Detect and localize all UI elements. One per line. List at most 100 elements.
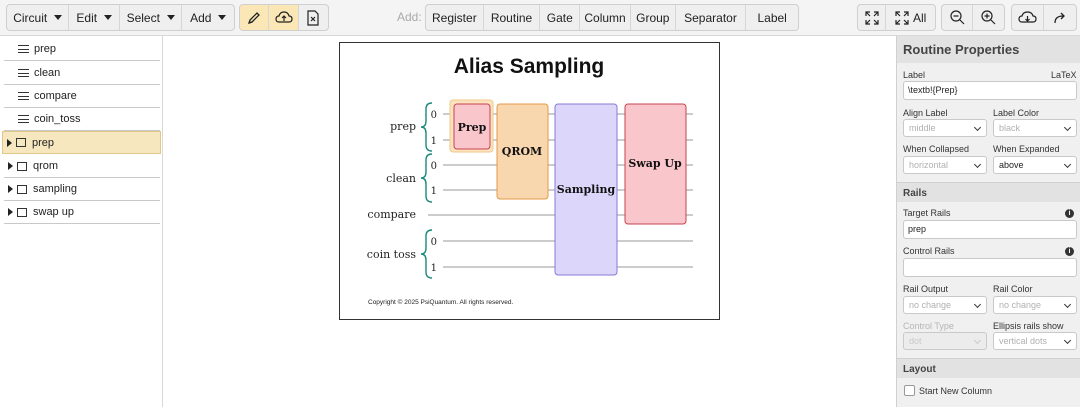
label-color-value: black: [999, 123, 1021, 133]
chevron-down-icon: [1063, 300, 1072, 309]
toolbar: Circuit Edit Select Add Add: Register Ro…: [0, 0, 1080, 36]
sidebar-item-register-compare[interactable]: compare: [4, 85, 160, 108]
gate-qrom-label: QROM: [502, 145, 542, 158]
add-column-button[interactable]: Column: [580, 5, 631, 30]
register-label-compare: compare: [367, 208, 416, 221]
zoom-in-button[interactable]: [973, 5, 1004, 30]
when-collapsed-value: horizontal: [909, 160, 949, 170]
wire-index: 1: [431, 186, 437, 197]
target-rails-label: Target Rails: [903, 208, 951, 218]
add-register-button[interactable]: Register: [426, 5, 484, 30]
expand-triangle-icon[interactable]: [8, 162, 13, 170]
add-routine-button[interactable]: Routine: [484, 5, 541, 30]
ellipsis-rails-select[interactable]: vertical dots: [993, 332, 1077, 350]
label-field-label: Label: [903, 70, 926, 80]
sidebar-item-routine-qrom[interactable]: qrom: [4, 155, 160, 178]
wire-index: 0: [431, 110, 437, 121]
register-label-prep: prep: [390, 120, 416, 133]
sidebar-item-routine-swap-up[interactable]: swap up: [4, 201, 160, 224]
align-label-select[interactable]: middle: [903, 119, 987, 137]
ellipsis-rails-value: vertical dots: [999, 336, 1048, 346]
rail-output-select[interactable]: no change: [903, 296, 987, 314]
gate-sampling-label: Sampling: [557, 183, 616, 196]
sidebar-item-label: sampling: [33, 183, 78, 195]
wire-index: 0: [431, 237, 437, 248]
sidebar-item-label: coin_toss: [34, 113, 81, 125]
sidebar-item-register-clean[interactable]: clean: [4, 62, 160, 85]
expand-triangle-icon[interactable]: [8, 208, 13, 216]
label-color-label: Label Color: [993, 108, 1040, 118]
add-separator-button[interactable]: Separator: [676, 5, 747, 30]
wire-index: 0: [431, 161, 437, 172]
sidebar-item-routine-sampling[interactable]: sampling: [4, 178, 160, 201]
chevron-down-icon: [1063, 123, 1072, 132]
chevron-down-icon: [1063, 160, 1072, 169]
chevron-down-icon: [166, 15, 175, 20]
register-label-clean: clean: [386, 172, 416, 185]
rail-color-label: Rail Color: [993, 284, 1033, 294]
sidebar-item-label: qrom: [33, 160, 59, 172]
latex-label: LaTeX: [1051, 70, 1077, 80]
chevron-down-icon: [973, 123, 982, 132]
zoom-in-icon: [981, 10, 996, 25]
select-menu[interactable]: Select: [120, 5, 183, 30]
register-label-coin-toss: coin toss: [367, 248, 417, 261]
pencil-button[interactable]: [240, 5, 270, 30]
when-expanded-select[interactable]: above: [993, 156, 1077, 174]
ellipsis-rails-label: Ellipsis rails show: [993, 321, 1064, 331]
upload-button[interactable]: [269, 5, 299, 30]
sidebar-item-routine-prep[interactable]: prep: [2, 131, 161, 154]
circuit-diagram[interactable]: Alias Sampling prep clean compare coin t…: [340, 43, 719, 319]
zoom-out-button[interactable]: [942, 5, 974, 30]
add-gate-button[interactable]: Gate: [540, 5, 581, 30]
register-icon: [18, 115, 29, 123]
edit-menu[interactable]: Edit: [69, 5, 121, 30]
export-button[interactable]: [299, 5, 328, 30]
label-color-select[interactable]: black: [993, 119, 1077, 137]
sidebar-item-register-prep[interactable]: prep: [4, 38, 160, 61]
expand-all-button[interactable]: All: [886, 5, 935, 30]
target-rails-input[interactable]: prep: [903, 220, 1077, 239]
file-export-icon: [307, 9, 319, 26]
info-icon[interactable]: i: [1065, 247, 1074, 256]
when-collapsed-label: When Collapsed: [903, 144, 970, 154]
circuit-canvas[interactable]: Alias Sampling prep clean compare coin t…: [339, 42, 720, 320]
edit-menu-label: Edit: [76, 10, 98, 25]
rails-section-header: Rails: [897, 182, 1080, 202]
download-button[interactable]: [1012, 5, 1045, 30]
start-new-column-checkbox[interactable]: [904, 385, 915, 396]
gate-swap-up-label: Swap Up: [628, 157, 682, 170]
sync-group: [1011, 4, 1077, 31]
sidebar-item-label: prep: [34, 43, 57, 55]
share-button[interactable]: [1044, 5, 1076, 30]
when-collapsed-select[interactable]: horizontal: [903, 156, 987, 174]
add-label-button[interactable]: Label: [757, 10, 787, 25]
gate-sampling[interactable]: [554, 103, 618, 276]
add-menu[interactable]: Add: [182, 5, 234, 30]
control-rails-input[interactable]: [903, 258, 1077, 277]
circuit-menu[interactable]: Circuit: [7, 5, 70, 30]
gate-swap-up[interactable]: [624, 103, 687, 225]
chevron-down-icon: [218, 15, 227, 20]
expand-triangle-icon[interactable]: [8, 185, 13, 193]
sidebar-item-label: prep: [32, 136, 55, 149]
canvas-area[interactable]: Alias Sampling prep clean compare coin t…: [163, 36, 896, 407]
rail-color-select[interactable]: no change: [993, 296, 1077, 314]
sidebar-item-label: clean: [34, 67, 61, 79]
expand-button[interactable]: [858, 5, 887, 30]
rail-color-value: no change: [999, 300, 1042, 310]
expand-triangle-icon[interactable]: [7, 138, 12, 147]
label-input[interactable]: \textb!{Prep}: [903, 81, 1077, 100]
cloud-upload-icon: [274, 10, 293, 23]
gate-prep-label: Prep: [458, 121, 487, 134]
info-icon[interactable]: i: [1065, 209, 1074, 218]
add-group: Register Routine Gate Column Group Separ…: [425, 4, 799, 31]
rail-output-label: Rail Output: [903, 284, 949, 294]
register-icon: [18, 45, 29, 53]
sidebar-item-register-coin-toss[interactable]: coin_toss: [4, 108, 160, 131]
gate-prep[interactable]: [453, 103, 491, 150]
register-braces: [420, 102, 433, 279]
add-group-button[interactable]: Group: [631, 5, 676, 30]
routine-box-icon: [17, 184, 27, 194]
gate-qrom[interactable]: [496, 103, 549, 200]
